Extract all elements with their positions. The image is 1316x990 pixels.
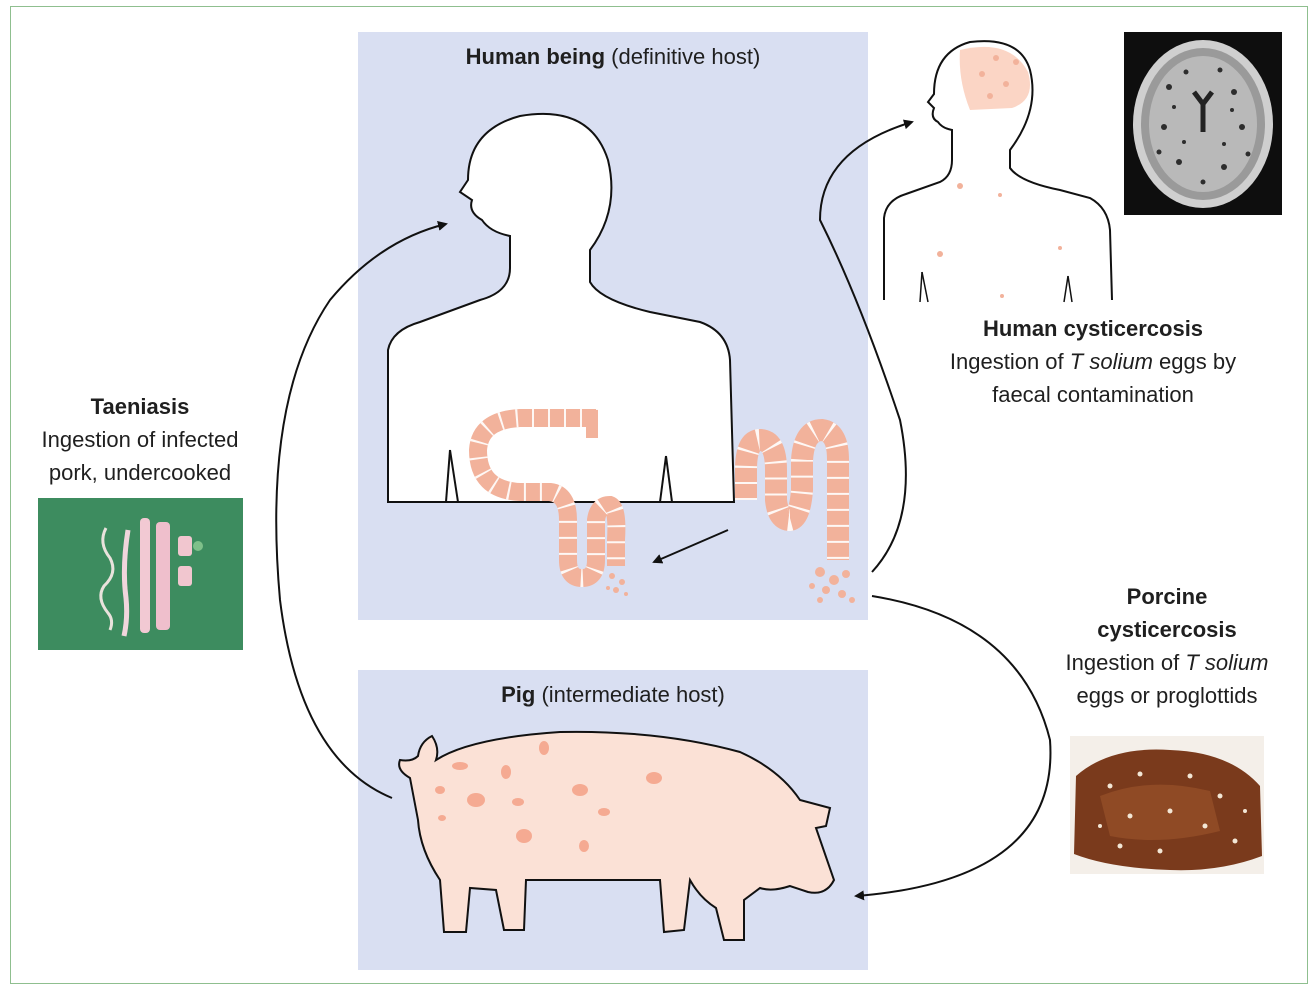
human-silhouette (388, 114, 734, 502)
tapeworm-scolex-end (586, 410, 598, 438)
released-eggs (606, 567, 855, 603)
porcine-cysticercosis-arrow (856, 596, 1050, 896)
taeniasis-arrow (276, 224, 446, 798)
shedding-arrow (654, 530, 728, 562)
